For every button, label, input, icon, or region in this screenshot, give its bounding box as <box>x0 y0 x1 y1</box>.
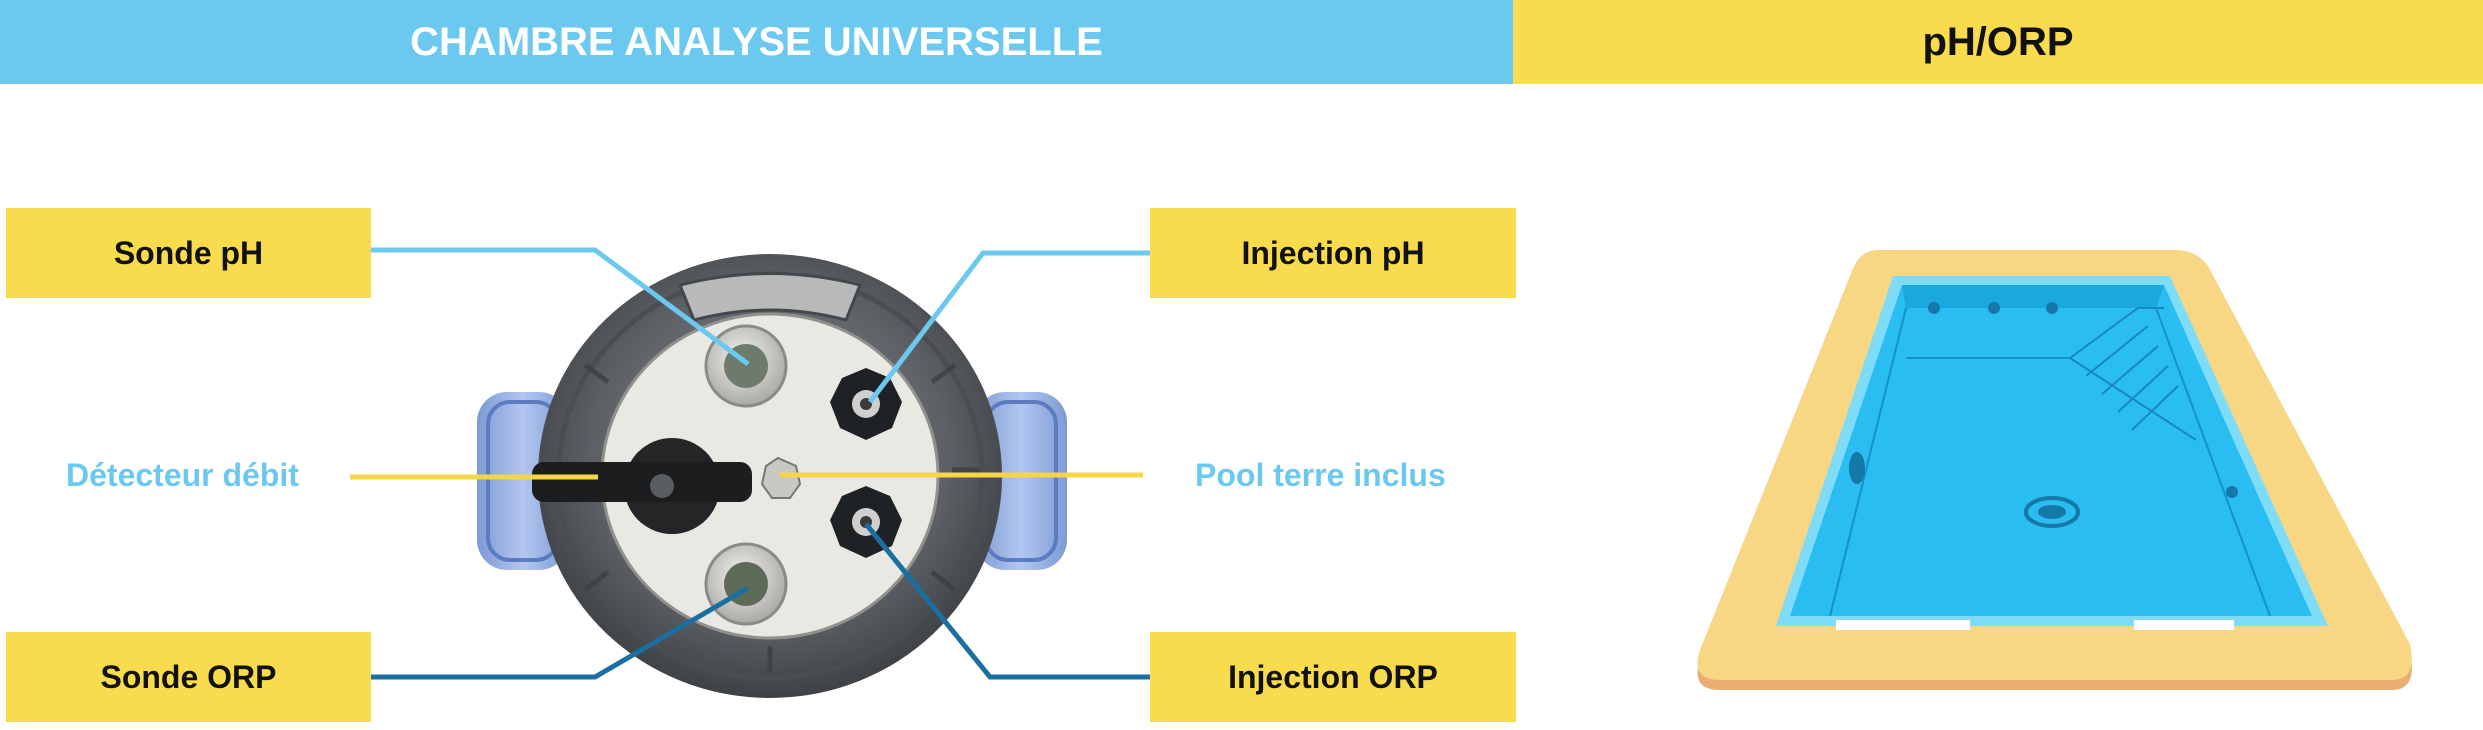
callout-line-sonde-orp <box>370 585 750 680</box>
swimming-pool-icon <box>1697 250 2412 690</box>
label-injection-orp-text: Injection ORP <box>1228 658 1438 695</box>
system-title-banner: pH/ORP <box>1513 0 2483 84</box>
label-sonde-ph: Sonde pH <box>6 208 371 298</box>
chamber-title: CHAMBRE ANALYSE UNIVERSELLE <box>410 19 1103 64</box>
system-title: pH/ORP <box>1922 19 2074 64</box>
callout-line-injection-ph <box>868 250 1150 404</box>
label-sonde-orp: Sonde ORP <box>6 632 371 722</box>
analysis-chamber-icon <box>477 254 1067 698</box>
callout-line-injection-orp <box>864 522 1150 680</box>
callout-line-sonde-ph <box>370 247 750 367</box>
label-injection-ph: Injection pH <box>1150 208 1516 298</box>
label-injection-ph-text: Injection pH <box>1241 234 1425 271</box>
label-injection-orp: Injection ORP <box>1150 632 1516 722</box>
label-sonde-ph-text: Sonde pH <box>113 234 264 271</box>
label-pool-terre: Pool terre inclus <box>1195 457 1446 493</box>
label-detecteur-debit: Détecteur débit <box>66 457 299 493</box>
chamber-title-banner: CHAMBRE ANALYSE UNIVERSELLE <box>0 0 1513 84</box>
label-sonde-orp-text: Sonde ORP <box>100 658 277 695</box>
